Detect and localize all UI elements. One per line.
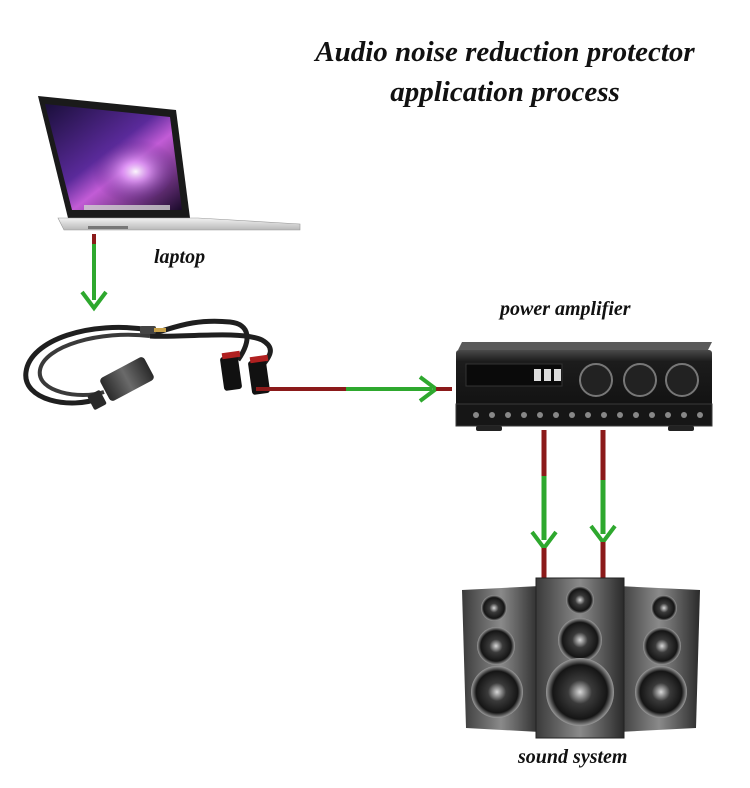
arrow-head (80, 290, 108, 312)
power-amplifier-image (455, 342, 713, 431)
speaker-left-mid (477, 627, 515, 665)
amp-top-edge (458, 342, 712, 350)
arrow-amplifier-to-speakers-right (589, 430, 617, 578)
amp-button-2 (544, 369, 551, 381)
amp-button-1 (534, 369, 541, 381)
amp-knob-3 (665, 363, 699, 397)
title-line-1: Audio noise reduction protector (315, 36, 695, 68)
jack-plug (140, 326, 156, 334)
speaker-center-mid (558, 618, 602, 662)
speaker-center-woofer (546, 658, 614, 726)
cable-branch-2 (149, 332, 273, 368)
speaker-left-tweeter (481, 595, 507, 621)
arrow-laptop-to-protector (80, 234, 108, 312)
speaker-right-woofer (635, 666, 687, 718)
amp-button-3 (554, 369, 561, 381)
speaker-right-tweeter (651, 595, 677, 621)
laptop-port-strip (88, 226, 128, 229)
amp-foot-left (476, 426, 502, 431)
protector-end-plug (87, 390, 107, 410)
arrow-protector-to-amplifier (256, 375, 452, 403)
speaker-center-tweeter (566, 586, 594, 614)
amp-foot-right (668, 426, 694, 431)
amp-knob-1 (579, 363, 613, 397)
protector-box (100, 357, 154, 401)
arrow-amplifier-to-speakers-left (530, 430, 558, 578)
xlr-connector-2 (248, 354, 270, 395)
sound-system-image (462, 577, 700, 739)
amp-lower-panel (455, 403, 713, 427)
speaker-left (462, 586, 540, 732)
label-laptop: laptop (154, 246, 206, 268)
noise-protector-cable-image (23, 318, 273, 410)
label-power-amplifier: power amplifier (500, 298, 631, 320)
amp-knob-2 (623, 363, 657, 397)
label-sound-system: sound system (518, 746, 628, 768)
laptop-dock (84, 205, 170, 210)
jack-tip (154, 328, 166, 332)
amp-small-knobs (473, 412, 703, 418)
xlr-connector-1 (220, 350, 242, 391)
cable-loop-inner (37, 332, 151, 397)
title-line-2: application process (390, 76, 620, 108)
laptop-image (38, 96, 301, 231)
laptop-wallpaper-flare (78, 132, 174, 204)
speaker-center (535, 577, 625, 739)
cable-loop (23, 324, 151, 406)
diagram-title: Audio noise reduction protector applicat… (270, 32, 740, 112)
speaker-right (618, 586, 700, 732)
speaker-left-woofer (471, 666, 523, 718)
cable-branch-1 (149, 318, 250, 362)
speaker-right-mid (643, 627, 681, 665)
